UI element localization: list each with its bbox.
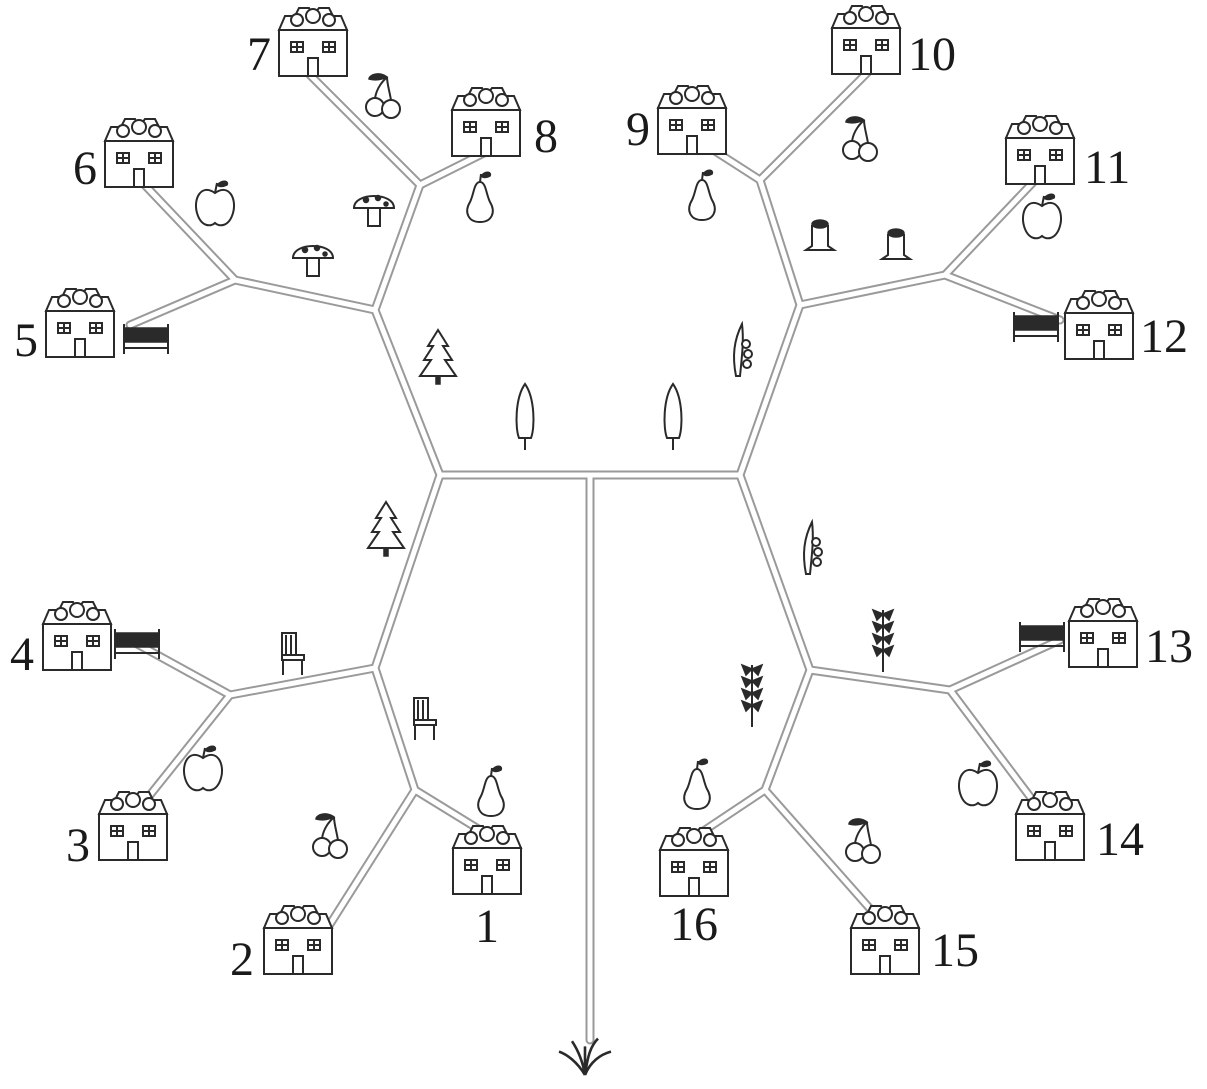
house-8: 8 (452, 88, 558, 163)
house-number: 16 (670, 898, 718, 951)
wheat-icon (873, 610, 893, 672)
house-icon (46, 289, 114, 357)
chair-icon (414, 698, 436, 740)
house-2: 2 (230, 906, 332, 986)
house-7: 7 (247, 8, 347, 81)
house-11: 11 (1006, 116, 1130, 194)
roads (130, 70, 1060, 1040)
mushroom-icon (293, 246, 333, 277)
cherry-icon (366, 74, 400, 118)
house-number: 8 (534, 110, 558, 163)
house-number: 2 (230, 933, 254, 986)
house-number: 9 (626, 103, 650, 156)
chair-icon (282, 633, 304, 675)
pear-icon (478, 766, 504, 816)
house-3: 3 (66, 792, 167, 872)
poplar-tree-icon (665, 384, 682, 450)
house-icon (658, 86, 726, 154)
house-icon (264, 906, 332, 974)
apple-icon (184, 746, 222, 790)
house-icon (1065, 291, 1133, 359)
pear-icon (689, 170, 715, 220)
house-icon (43, 602, 111, 670)
house-number: 15 (931, 924, 979, 977)
cherry-icon (843, 117, 877, 161)
cherry-icon (313, 814, 347, 858)
apple-icon (959, 761, 997, 805)
apple-icon (1023, 194, 1061, 238)
house-16: 16 (660, 828, 728, 951)
lily-of-the-valley-icon (804, 522, 822, 574)
house-13: 13 (1069, 599, 1193, 673)
mushroom-icon (354, 196, 394, 227)
house-icon (851, 906, 919, 974)
wheat-icon (742, 665, 762, 727)
cherry-icon (846, 819, 880, 863)
house-icon (1006, 116, 1074, 184)
house-icon (99, 792, 167, 860)
house-14: 14 (1016, 792, 1144, 866)
pear-icon (684, 759, 710, 809)
house-4: 4 (10, 602, 111, 681)
house-10: 10 (832, 6, 956, 81)
house-6: 6 (73, 119, 173, 195)
house-number: 3 (66, 819, 90, 872)
house-number: 12 (1140, 310, 1188, 363)
pear-icon (467, 172, 493, 222)
house-icon (660, 828, 728, 896)
house-number: 14 (1096, 813, 1144, 866)
house-number: 5 (14, 314, 38, 367)
bench-icon (1014, 312, 1058, 342)
house-number: 10 (908, 28, 956, 81)
tree-stump-icon (806, 220, 834, 250)
house-icon (1069, 599, 1137, 667)
house-12: 12 (1065, 291, 1188, 363)
lily-of-the-valley-icon (734, 324, 752, 376)
house-icon (452, 88, 520, 156)
house-icon (1016, 792, 1084, 860)
house-number: 1 (475, 900, 499, 953)
fir-tree-icon (420, 330, 456, 384)
house-number: 6 (73, 142, 97, 195)
house-15: 15 (851, 906, 979, 977)
house-number: 13 (1145, 620, 1193, 673)
poplar-tree-icon (517, 384, 534, 450)
house-1: 1 (453, 826, 521, 953)
house-number: 11 (1084, 141, 1130, 194)
house-icon (453, 826, 521, 894)
fir-tree-icon (368, 502, 404, 556)
apple-icon (196, 181, 234, 225)
house-icon (279, 8, 347, 76)
house-icon (105, 119, 173, 187)
house-5: 5 (14, 289, 114, 367)
tree-stump-icon (882, 229, 910, 259)
house-icon (832, 6, 900, 74)
grass-icon (559, 1039, 611, 1075)
bench-icon (124, 324, 168, 354)
house-number: 4 (10, 628, 34, 681)
house-number: 7 (247, 28, 271, 81)
house-9: 9 (626, 86, 726, 156)
